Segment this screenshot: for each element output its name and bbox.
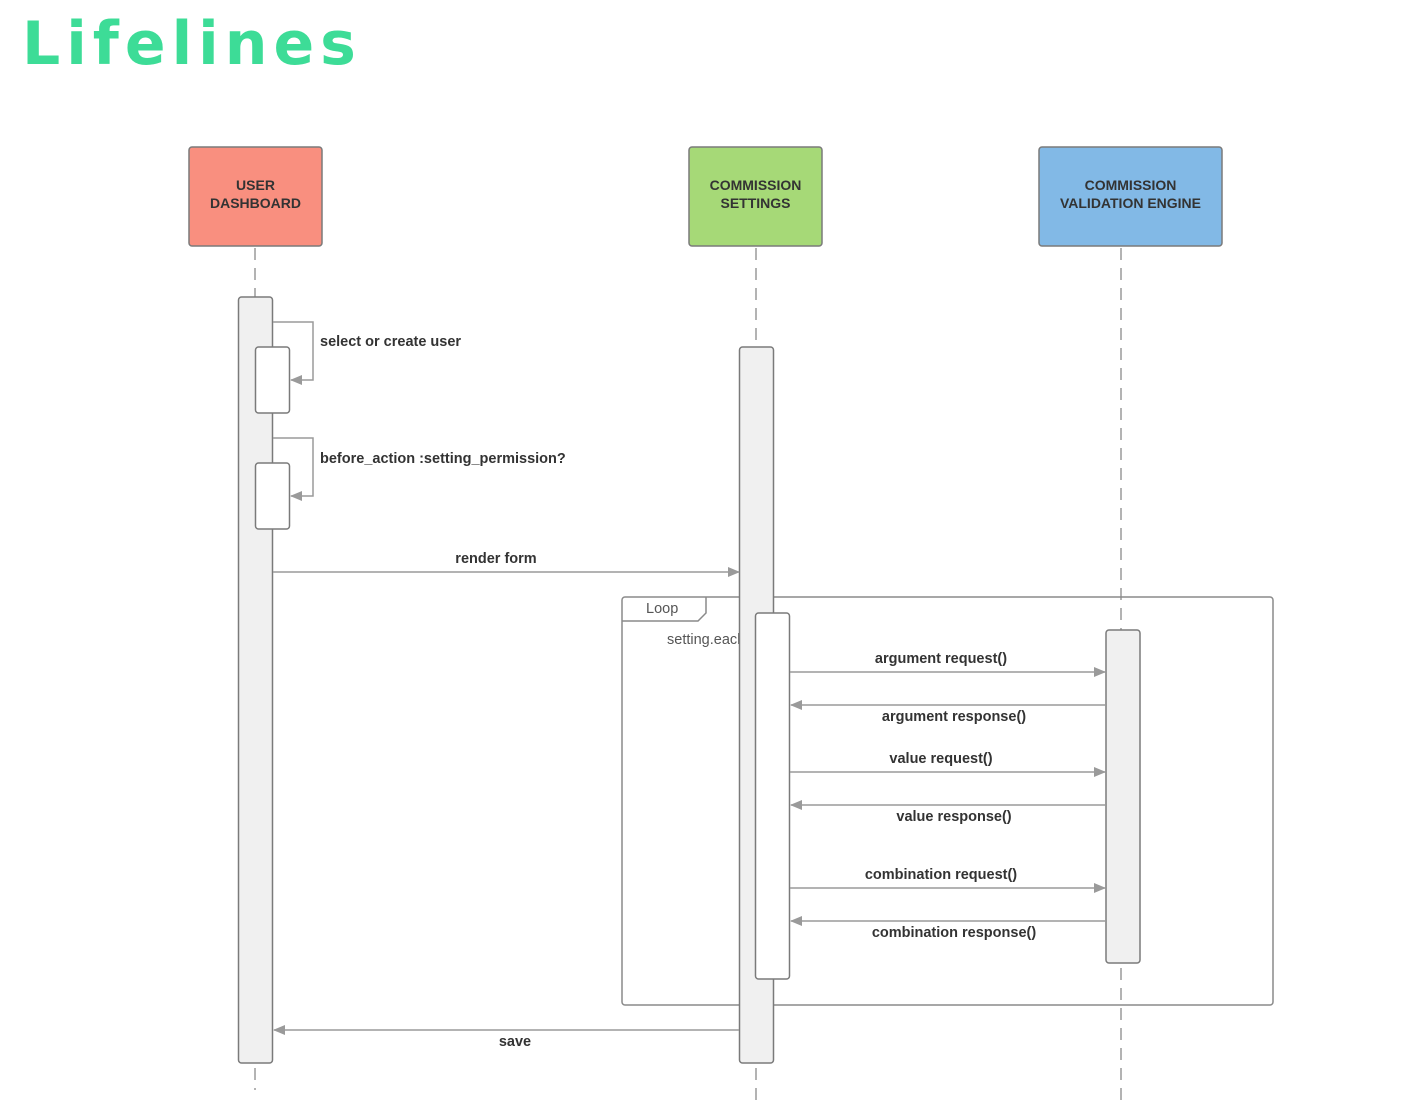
message-label-value-request: value request() <box>889 751 992 767</box>
message-label-combination-request: combination request() <box>865 867 1017 883</box>
activation-self-call-select-user <box>254 346 291 414</box>
participant-label-line1: COMMISSION <box>710 177 802 193</box>
message-label-before-action: before_action :setting_permission? <box>320 451 566 467</box>
participant-label-line1: COMMISSION <box>1085 177 1177 193</box>
participant-commission-settings[interactable]: COMMISSION SETTINGS <box>688 146 823 247</box>
self-call-arrow-select-user <box>273 321 314 385</box>
message-label-argument-response: argument response() <box>882 709 1026 725</box>
activation-self-call-before-action <box>254 462 291 530</box>
participant-validation-engine[interactable]: COMMISSION VALIDATION ENGINE <box>1038 146 1223 247</box>
loop-frame: Loop setting.each <box>621 596 1274 1006</box>
activation-loop-commission-settings <box>754 612 791 980</box>
activation-validation-engine <box>1105 629 1141 964</box>
message-label-render-form: render form <box>455 551 536 567</box>
participant-label-line1: USER <box>236 177 275 193</box>
participant-label-line2: DASHBOARD <box>210 195 301 211</box>
participant-label-line2: VALIDATION ENGINE <box>1060 195 1201 211</box>
loop-guard: setting.each <box>667 632 745 648</box>
message-label-combination-response: combination response() <box>872 925 1037 941</box>
loop-label: Loop <box>646 601 678 617</box>
participant-user-dashboard[interactable]: USER DASHBOARD <box>188 146 323 247</box>
self-call-arrow-before-action <box>273 437 314 501</box>
message-label-argument-request: argument request() <box>875 651 1007 667</box>
message-label-value-response: value response() <box>896 809 1011 825</box>
message-label-select-or-create-user: select or create user <box>320 334 461 350</box>
participant-label-line2: SETTINGS <box>720 195 790 211</box>
page-title: Lifelines <box>22 9 362 79</box>
message-label-save: save <box>499 1034 531 1050</box>
